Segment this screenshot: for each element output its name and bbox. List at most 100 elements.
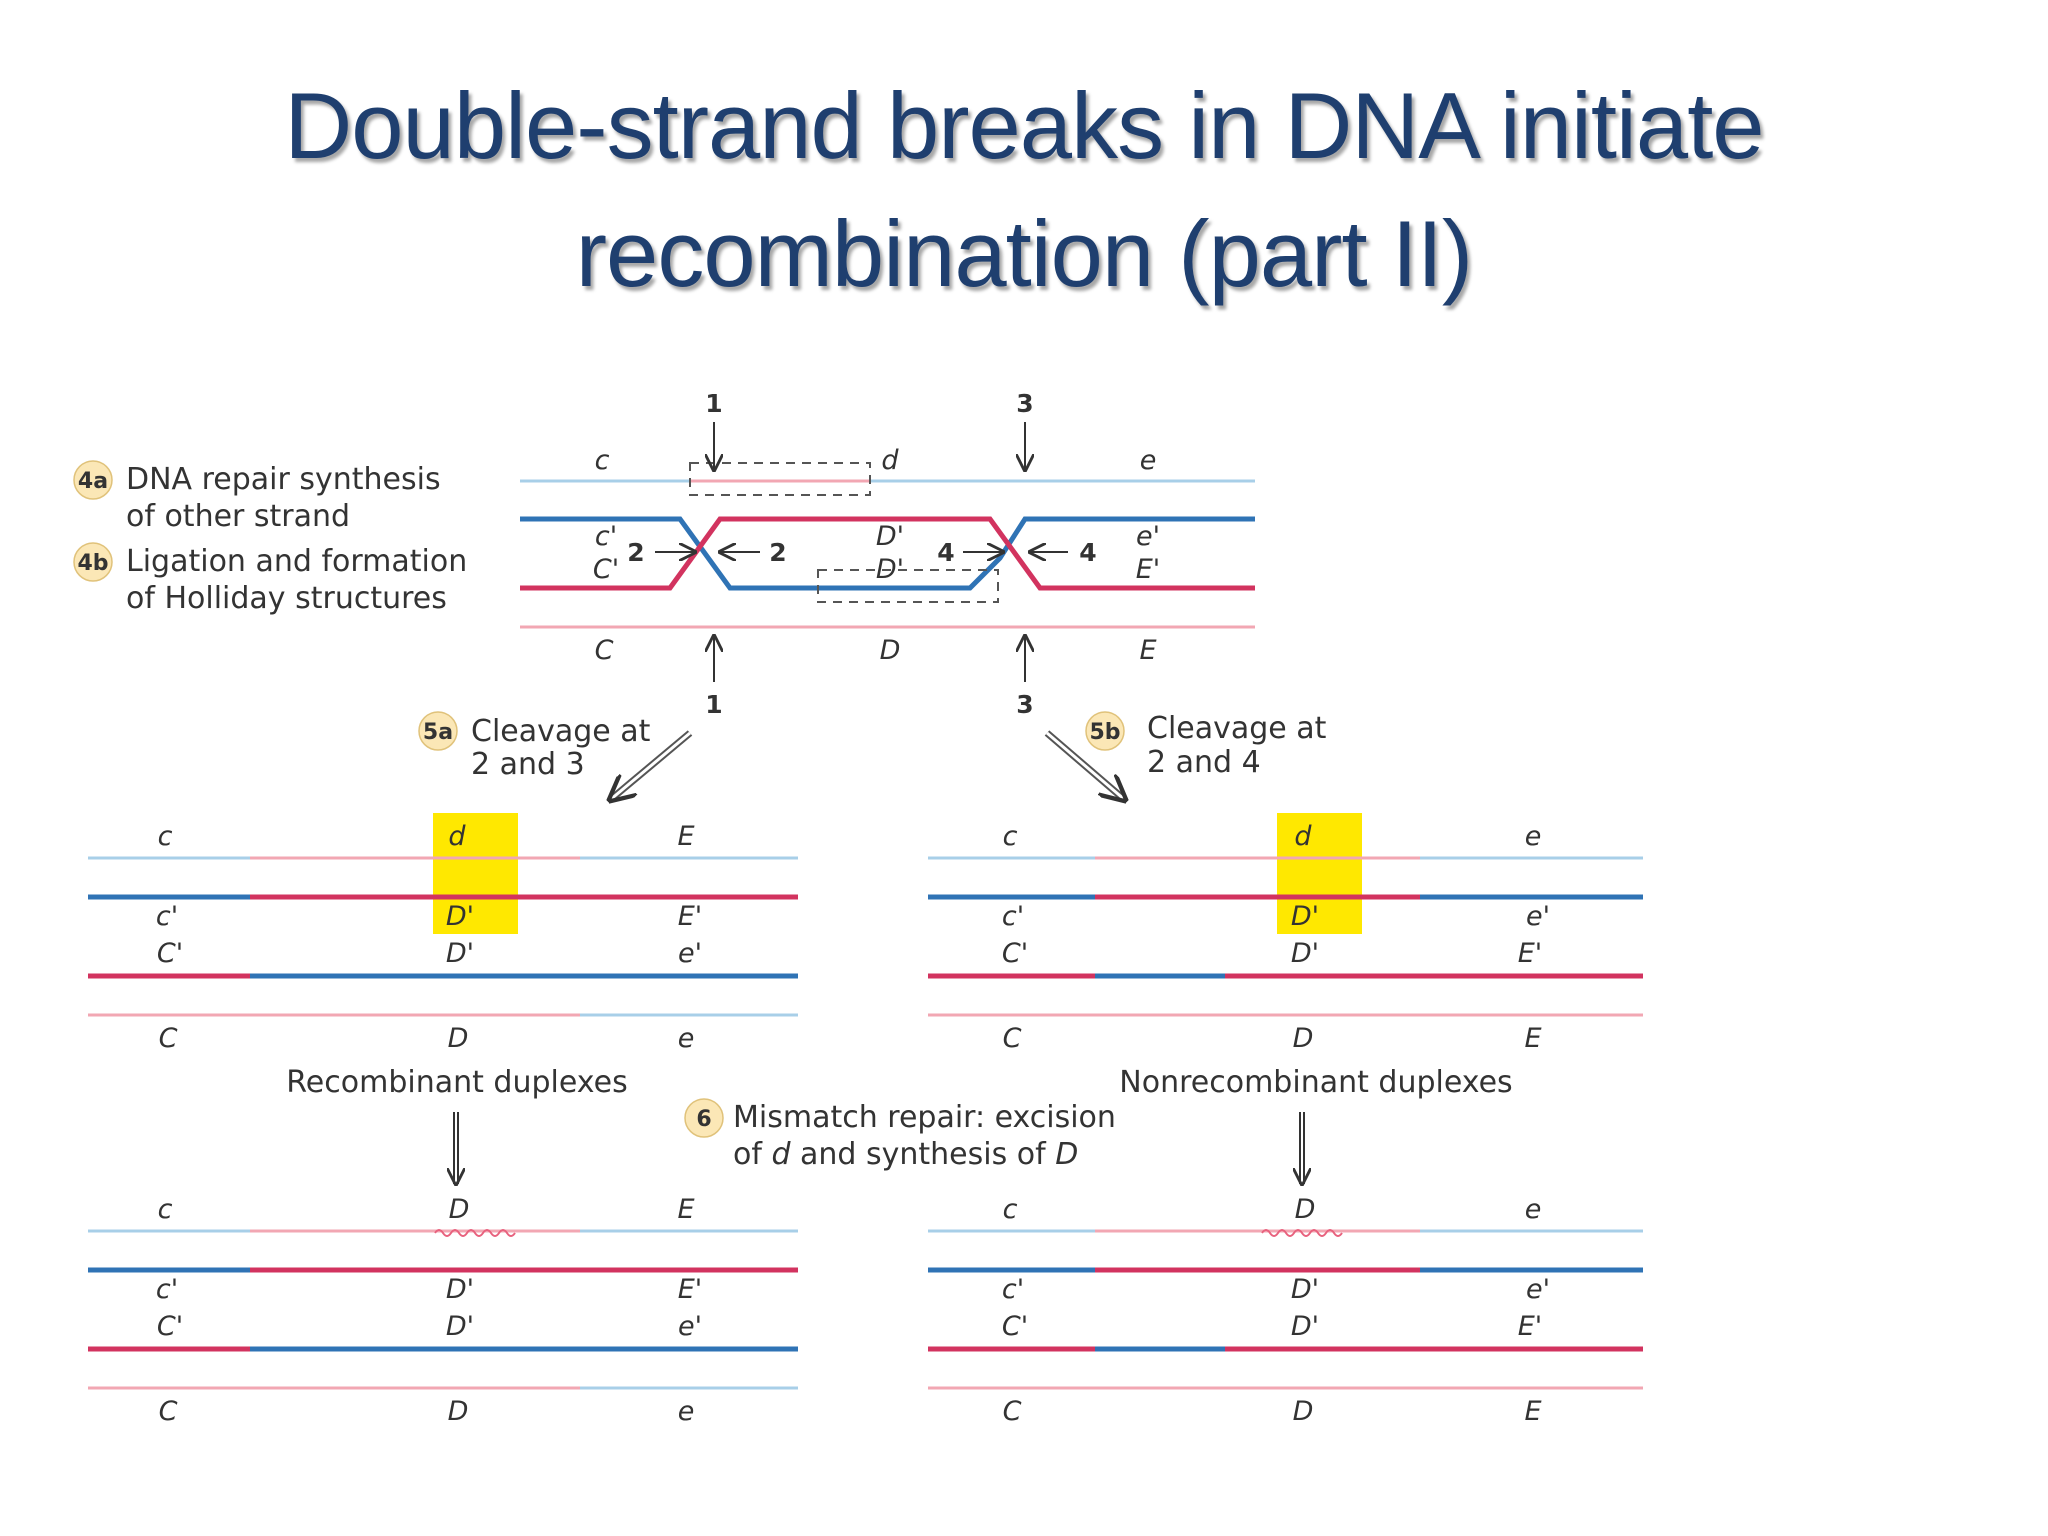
recombinant-r1-mid: d (448, 821, 466, 852)
repaired-nonrecombinant-r4-mid: D (1293, 1396, 1314, 1427)
repaired-recombinant-r3-right: e' (678, 1311, 702, 1342)
recombinant-r3-left: C' (157, 938, 183, 969)
step-4a-badge-text: 4a (78, 469, 108, 494)
recombinant-r4-mid: D (448, 1023, 469, 1054)
repaired-recombinant-r2-left: c' (156, 1274, 178, 1305)
cleavage-number-1-bottom: 1 (705, 690, 722, 719)
repaired-nonrecombinant-r3-right: E' (1518, 1311, 1542, 1342)
repaired-recombinant-r4-right: e (678, 1396, 695, 1427)
title-line-2: recombination (part II) (575, 201, 1473, 306)
nonrecombinant-r1-right: e (1525, 821, 1542, 852)
step-4b-line-1: Ligation and formation (126, 544, 467, 579)
recombinant-caption: Recombinant duplexes (286, 1065, 627, 1100)
recombinant-r4-right: e (678, 1023, 695, 1054)
nonrecombinant-duplexes: c d e c' D' e' C' D' E' C D E Nonrecombi… (928, 813, 1643, 1184)
repaired-nonrecombinant: c D e c' D' e' C' D' E' C D E (928, 1194, 1643, 1427)
nonrecombinant-r3-right: E' (1518, 938, 1542, 969)
step-6-line-2: of d and synthesis of D (733, 1137, 1078, 1172)
step-4b-label: 4b Ligation and formation of Holliday st… (73, 542, 467, 616)
repaired-recombinant-r4-mid: D (448, 1396, 469, 1427)
step-4b-badge-text: 4b (77, 551, 108, 576)
nonrecombinant-caption: Nonrecombinant duplexes (1119, 1065, 1512, 1100)
crossover-number-4-right: 4 (1079, 538, 1096, 567)
holliday-label-e: e (1140, 445, 1157, 476)
step-5b-arrow-core (1046, 731, 1125, 800)
holliday-label-E-prime: E' (1136, 554, 1160, 585)
recombinant-duplexes: c d E c' D' E' C' D' e' C D e Recombinan… (88, 813, 798, 1184)
step-5a-badge (418, 711, 458, 751)
nonrecombinant-r2-right: e' (1526, 901, 1550, 932)
repaired-recombinant-r1-right: E (677, 1194, 694, 1225)
holliday-label-C-prime: C' (593, 554, 619, 585)
holliday-label-d: d (881, 445, 899, 476)
repaired-recombinant-r2-mid: D' (446, 1274, 474, 1305)
step-6-line-1: Mismatch repair: excision (733, 1100, 1116, 1135)
cleavage-number-3-top: 3 (1016, 389, 1033, 418)
repaired-nonrecombinant-r2-left: c' (1002, 1274, 1024, 1305)
step-6-line-2-mid: and synthesis of (791, 1137, 1056, 1172)
repair-box-2 (817, 569, 999, 603)
repaired-nonrecombinant-r2-right: e' (1526, 1274, 1550, 1305)
step-4b-line-2: of Holliday structures (126, 581, 447, 616)
repaired-nonrecombinant-r1-right: e (1525, 1194, 1542, 1225)
nonrecombinant-r1-left: c (1003, 821, 1018, 852)
step-4a-badge (73, 460, 113, 500)
step-4a-line-2: of other strand (126, 499, 350, 534)
repaired-recombinant-r3-left: C' (157, 1311, 183, 1342)
crossover-number-2-right: 2 (769, 538, 786, 567)
repaired-recombinant-r1-mid: D (449, 1194, 470, 1225)
repaired-recombinant-r4-left: C (159, 1396, 178, 1427)
step-5a-line-2: 2 and 3 (471, 747, 585, 782)
repaired-nonrecombinant-synthesis-squiggle (1261, 1229, 1343, 1237)
repaired-recombinant: c D E c' D' E' C' D' e' C D e (88, 1194, 798, 1427)
nonrecombinant-r2-mid: D' (1291, 901, 1319, 932)
step-5b-line-2: 2 and 4 (1147, 745, 1261, 780)
step-5a-arrow-core (610, 731, 691, 800)
step-5b-badge (1085, 711, 1125, 751)
step-4a-line-1: DNA repair synthesis (126, 462, 441, 497)
repaired-nonrecombinant-r2-mid: D' (1291, 1274, 1319, 1305)
repair-box-1 (689, 462, 871, 496)
holliday-label-C: C (595, 635, 614, 666)
nonrecombinant-heteroduplex-highlight (1277, 813, 1362, 934)
repaired-nonrecombinant-r1-mid: D (1295, 1194, 1316, 1225)
recombinant-r3-mid: D' (446, 938, 474, 969)
holliday-label-E: E (1139, 635, 1156, 666)
recombinant-r2-mid: D' (446, 901, 474, 932)
nonrecombinant-r4-mid: D (1293, 1023, 1314, 1054)
holliday-label-c: c (595, 445, 610, 476)
cleavage-number-3-bottom: 3 (1016, 690, 1033, 719)
nonrecombinant-r3-left: C' (1002, 938, 1028, 969)
step-6-line-2-D: D (1055, 1137, 1078, 1172)
step-6-line-2-d: d (771, 1137, 791, 1172)
nonrecombinant-r3-mid: D' (1291, 938, 1319, 969)
step-6-badge (684, 1098, 724, 1138)
nonrecombinant-r1-mid: d (1294, 821, 1312, 852)
recombinant-r3-right: e' (678, 938, 702, 969)
holliday-label-D: D (880, 635, 901, 666)
recombinant-r2-right: E' (678, 901, 702, 932)
step-5b-line-1: Cleavage at (1147, 711, 1327, 746)
repaired-nonrecombinant-r3-left: C' (1002, 1311, 1028, 1342)
nonrecombinant-r4-left: C (1003, 1023, 1022, 1054)
step-4b-badge (73, 542, 113, 582)
holliday-label-e-prime: e' (1136, 521, 1160, 552)
step-6-label: 6 Mismatch repair: excision of d and syn… (684, 1098, 1116, 1172)
step-6-badge-text: 6 (696, 1107, 711, 1132)
step-5a-line-1: Cleavage at (471, 714, 651, 749)
step-5b-label: 5b Cleavage at 2 and 4 (1085, 711, 1327, 780)
holliday-label-c-prime: c' (595, 521, 617, 552)
recombinant-heteroduplex-highlight (433, 813, 518, 934)
repaired-recombinant-r3-mid: D' (446, 1311, 474, 1342)
repaired-nonrecombinant-r4-right: E (1524, 1396, 1541, 1427)
step-5a-badge-text: 5a (423, 720, 453, 745)
repaired-nonrecombinant-r1-left: c (1003, 1194, 1018, 1225)
repaired-recombinant-r1-left: c (158, 1194, 173, 1225)
recombinant-r4-left: C (159, 1023, 178, 1054)
repaired-recombinant-synthesis-squiggle (434, 1229, 516, 1237)
holliday-red-strand (520, 516, 1255, 591)
nonrecombinant-r4-right: E (1524, 1023, 1541, 1054)
title-line-1: Double-strand breaks in DNA initiate (284, 73, 1764, 178)
crossover-number-4-left: 4 (937, 538, 954, 567)
repaired-recombinant-r2-right: E' (678, 1274, 702, 1305)
